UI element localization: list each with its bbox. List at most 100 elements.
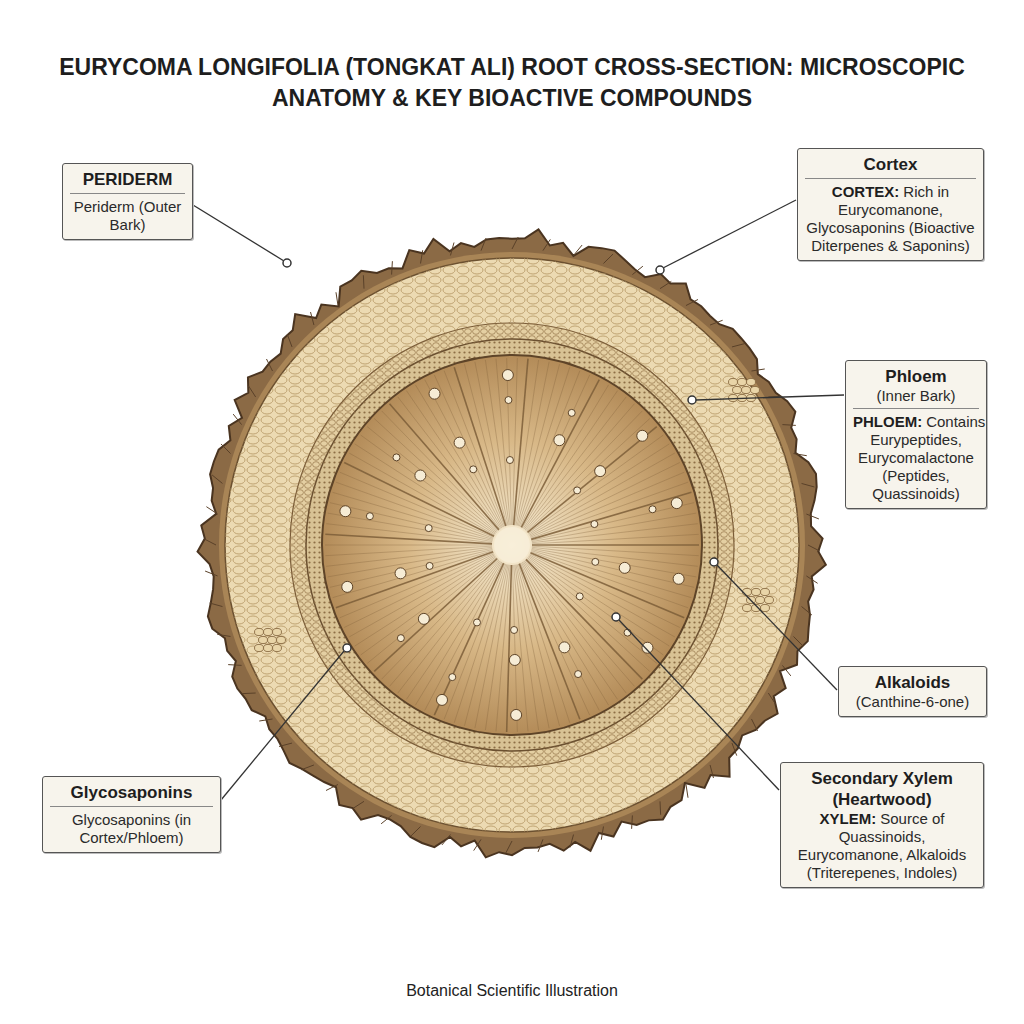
cell-clusters bbox=[255, 378, 774, 651]
xylem-vessel bbox=[506, 457, 513, 464]
xylem-ray bbox=[515, 565, 539, 730]
xylem-ray bbox=[325, 545, 492, 546]
xylem-vessel bbox=[673, 573, 684, 584]
xylem-vessel bbox=[574, 487, 581, 494]
xylem-ray bbox=[519, 371, 580, 527]
cell-cluster bbox=[733, 386, 742, 393]
bark-crack bbox=[806, 576, 817, 583]
xylem-vessel bbox=[642, 642, 653, 653]
callout-text: PHLOEM: bbox=[853, 413, 922, 430]
xylem-vessel bbox=[511, 709, 522, 720]
cell-cluster bbox=[273, 628, 282, 635]
xylem-ray bbox=[526, 411, 642, 531]
callout-heading: PERIDERM bbox=[70, 169, 185, 194]
bark-crack bbox=[632, 266, 642, 274]
phloem-dots bbox=[306, 339, 718, 751]
cell-cluster bbox=[765, 596, 774, 603]
xylem-ray bbox=[464, 364, 506, 526]
bark-crack bbox=[287, 334, 292, 347]
xylem-vessel bbox=[505, 397, 512, 404]
bark-crack bbox=[212, 475, 222, 484]
xylem-ray bbox=[340, 553, 494, 618]
xylem-vessel bbox=[595, 466, 606, 477]
bark-crack bbox=[326, 784, 338, 790]
bark-crack bbox=[353, 801, 364, 808]
xylem-ray bbox=[525, 560, 634, 686]
callout-text: (Canthine-6-one) bbox=[846, 693, 979, 711]
bark-crack bbox=[574, 245, 583, 255]
xylem-vessel bbox=[554, 435, 565, 446]
bark-crack bbox=[802, 607, 812, 616]
xylem-ray bbox=[444, 371, 505, 527]
bark-crack bbox=[301, 765, 314, 770]
leader-dots bbox=[283, 259, 718, 652]
cell-cluster bbox=[264, 644, 273, 651]
cell-cluster bbox=[738, 378, 747, 385]
xylem-vessel bbox=[502, 370, 513, 381]
xylem-ray bbox=[340, 472, 494, 537]
xylem-vessel bbox=[340, 506, 351, 517]
xylem-vessel bbox=[366, 513, 373, 520]
bark-crack bbox=[538, 839, 543, 852]
xylem-ray bbox=[532, 534, 699, 544]
xylem-ray bbox=[485, 360, 509, 525]
xylem-vessel bbox=[509, 654, 520, 665]
xylem-ray bbox=[330, 550, 493, 588]
xylem-vessel bbox=[473, 619, 480, 626]
xylem-vessel bbox=[397, 635, 404, 642]
xylem-ray bbox=[333, 551, 493, 598]
xylem-ray bbox=[328, 548, 493, 576]
cortex bbox=[225, 258, 799, 832]
xylem-ray bbox=[325, 534, 492, 544]
xylem-ray bbox=[520, 375, 589, 527]
leader-lines bbox=[193, 200, 844, 800]
bark-crack bbox=[794, 636, 803, 646]
callout-text: Periderm (Outer Bark) bbox=[70, 198, 185, 234]
xylem-ray bbox=[328, 513, 493, 541]
xylem bbox=[322, 355, 702, 735]
leader-dot bbox=[710, 558, 718, 566]
callout-box: Phloem(Inner Bark)PHLOEM:Contains Eurype… bbox=[845, 360, 987, 509]
leader-line bbox=[193, 205, 284, 261]
bark-crack bbox=[336, 292, 338, 305]
bark-crack bbox=[506, 841, 512, 853]
xylem-vessel bbox=[637, 430, 648, 441]
xylem-ray bbox=[336, 552, 493, 608]
xylem-ray bbox=[361, 557, 496, 655]
bark-crack bbox=[391, 261, 393, 274]
xylem-ray bbox=[507, 358, 512, 525]
cell-cluster bbox=[255, 644, 264, 651]
bark-crack bbox=[210, 603, 223, 607]
xylem-vessel bbox=[393, 454, 400, 461]
cell-cluster bbox=[743, 588, 752, 595]
callout-box: CortexCORTEX:Rich in Eurycomanone, Glyco… bbox=[797, 148, 984, 261]
xylem-vessel bbox=[511, 626, 518, 633]
bark-crack bbox=[228, 664, 241, 666]
xylem-ray bbox=[527, 419, 650, 532]
xylem-ray bbox=[526, 559, 642, 679]
xylem-ray bbox=[382, 559, 498, 679]
bark-crack bbox=[768, 693, 775, 704]
xylem-ray bbox=[326, 524, 492, 543]
cell-cluster bbox=[756, 596, 765, 603]
xylem-vessels bbox=[340, 370, 684, 721]
xylem-vessel bbox=[575, 671, 582, 678]
xylem-ray bbox=[519, 564, 580, 720]
callout-text: (Inner Bark) bbox=[853, 387, 979, 409]
xylem-ray bbox=[530, 462, 680, 536]
xylem-vessel bbox=[649, 506, 656, 513]
xylem-vessel bbox=[436, 694, 447, 705]
xylem-ray bbox=[523, 562, 617, 700]
leader-line bbox=[619, 620, 779, 790]
callout-box: PERIDERM Periderm (Outer Bark) bbox=[62, 163, 193, 240]
xylem-ray bbox=[496, 359, 510, 525]
bark-crack bbox=[710, 765, 713, 778]
cell-cluster bbox=[273, 644, 282, 651]
xylem-ray bbox=[374, 559, 497, 672]
xylem-ray bbox=[325, 546, 492, 556]
bark-crack bbox=[543, 239, 550, 250]
xylem-ray bbox=[326, 547, 492, 566]
xylem-ray bbox=[514, 565, 528, 731]
xylem-vessel bbox=[671, 498, 682, 509]
